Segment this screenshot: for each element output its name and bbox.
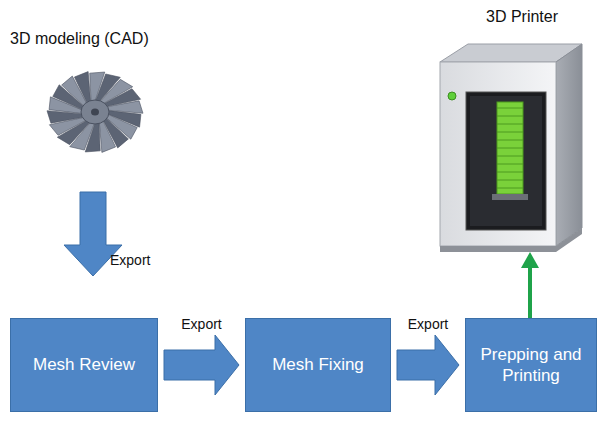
process-box: Mesh Fixing xyxy=(245,318,391,412)
printer-illustration xyxy=(440,44,582,252)
arrow-label: Export xyxy=(110,252,150,268)
cad-part-illustration xyxy=(47,72,143,153)
process-box: Mesh Review xyxy=(10,318,158,412)
print-arrow xyxy=(521,252,539,318)
box-label: Prepping and Printing xyxy=(474,344,588,387)
box-label: Mesh Review xyxy=(33,354,135,375)
arrow-label: Export xyxy=(408,316,448,332)
arrow-label: Export xyxy=(181,316,221,332)
title-label: 3D modeling (CAD) xyxy=(10,30,149,48)
box-label: Mesh Fixing xyxy=(272,354,364,375)
flow-arrow xyxy=(397,335,459,395)
flow-arrow xyxy=(164,335,239,395)
process-box: Prepping and Printing xyxy=(465,318,597,412)
title-label: 3D Printer xyxy=(486,8,558,26)
